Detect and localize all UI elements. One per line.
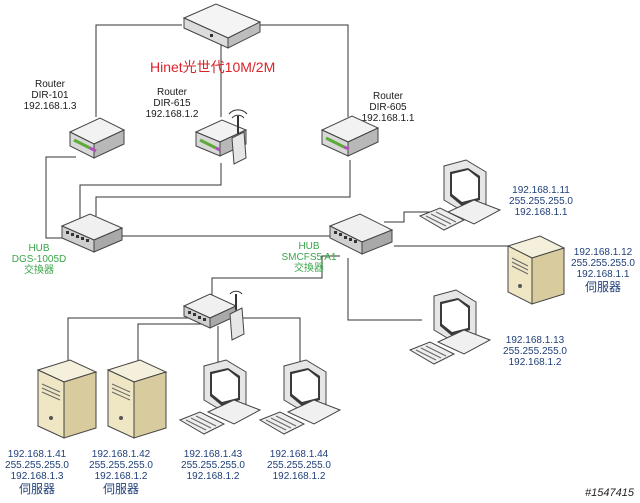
wire-dir615-hub1: [79, 163, 222, 218]
desktop-pc-44-icon: [258, 359, 342, 435]
diagram-title: Hinet光世代10M/2M: [150, 59, 276, 75]
desktop-pc-13-icon: [408, 289, 492, 365]
wire-hub2-pc13: [347, 258, 422, 321]
router-dir101-icon: [68, 117, 126, 159]
server-42-icon: [106, 359, 168, 439]
wire-hub2-ap: [211, 255, 340, 295]
wire-dir101-hub1: [45, 156, 76, 239]
wire-dir605-hub1: [95, 160, 351, 216]
hub-smcfs5-icon: [328, 213, 394, 255]
wire-hub2-pc11: [384, 211, 436, 223]
server-12-icon: [506, 235, 566, 305]
wire-ap-server42: [137, 323, 205, 372]
router-dir615-icon: [194, 109, 248, 165]
watermark: #1547415: [585, 487, 634, 499]
wire-modem-router-dir605: [258, 24, 349, 117]
modem-icon: [182, 3, 262, 49]
router-dir605-icon: [320, 115, 380, 157]
wire-hub2-server12: [394, 245, 513, 258]
desktop-pc-43-icon: [178, 359, 262, 435]
wireless-switch-icon: [182, 290, 245, 341]
hub-dgs1005d-icon: [60, 213, 124, 253]
wire-ap-server41: [67, 317, 195, 372]
wire-modem-router-dir101: [95, 24, 182, 117]
server-41-icon: [36, 359, 98, 439]
wire-ap-pc44: [236, 317, 301, 362]
desktop-pc-11-icon: [418, 159, 502, 231]
